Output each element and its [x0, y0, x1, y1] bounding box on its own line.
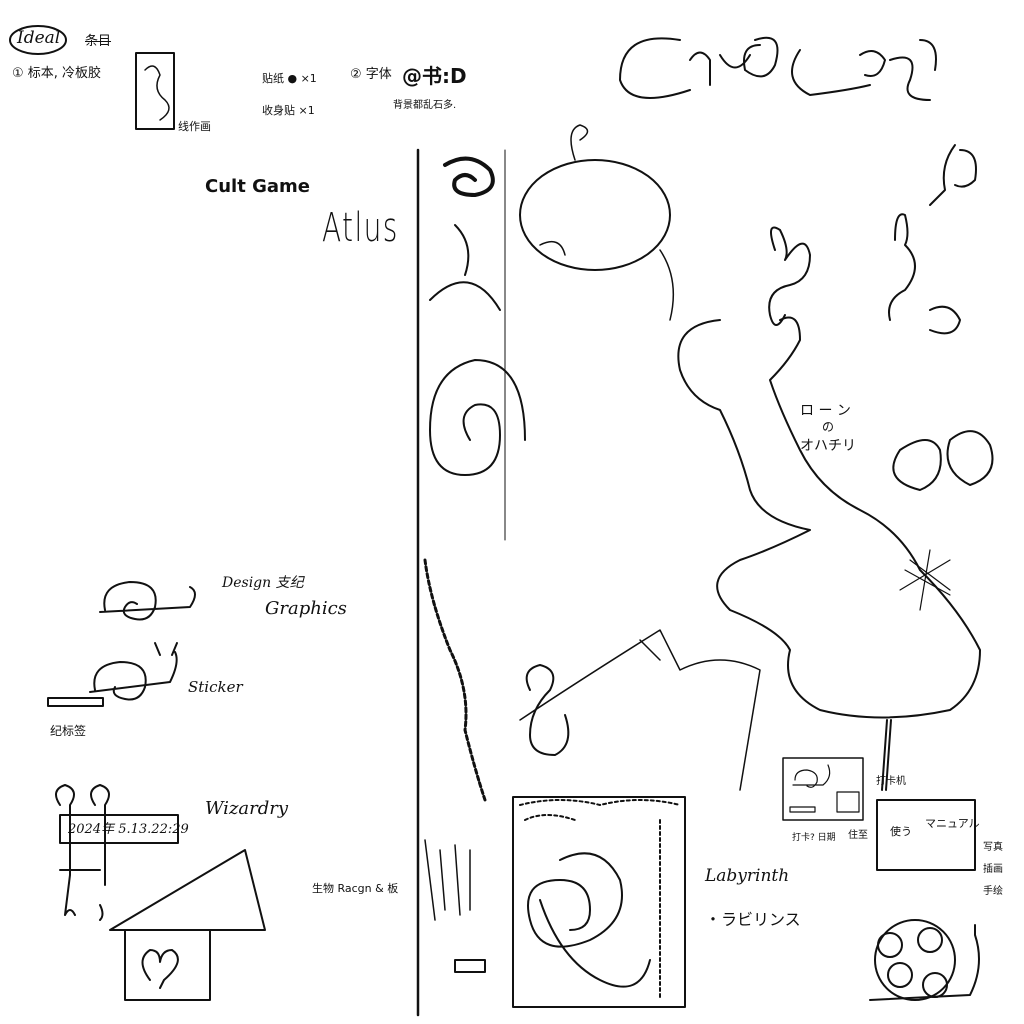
graphics-text: Graphics	[265, 598, 347, 619]
sticker-count-text: 贴纸 ● ×1	[262, 72, 317, 85]
snail-graphics	[99, 581, 196, 621]
manual-use-text: 使う	[890, 825, 912, 838]
rone-1: ロ ー ン	[800, 403, 851, 419]
bullet-handdrawn: 手绘	[983, 886, 1003, 897]
punch-machine	[881, 719, 892, 791]
sticker-mock	[782, 757, 864, 821]
punch-machine-text: 打卡机	[876, 776, 906, 787]
label-strip	[47, 697, 104, 707]
punch-date-text: 打卡? 日期	[792, 833, 836, 843]
manual-text: マニュアル	[925, 817, 980, 830]
ideal-label: Ideal	[17, 28, 61, 48]
ideal-struck-text: 条目	[85, 34, 112, 49]
chair	[55, 784, 110, 921]
bunny-2	[888, 213, 961, 335]
leaf	[929, 144, 977, 206]
body-sticker-text: 收身贴 ×1	[262, 104, 315, 117]
creature-note: 生物 Racgn & 板	[312, 882, 399, 895]
date-text: 2024年 5.13.22:29	[68, 822, 189, 837]
bullet-photo: 写真	[983, 842, 1003, 853]
background-note: 背景都乱石多.	[393, 100, 457, 111]
label-note: 纪标签	[50, 724, 87, 738]
cult-game-text: Cult Game	[205, 176, 310, 197]
design-text: Design 支纪	[222, 575, 304, 591]
framed-sketch	[135, 52, 175, 130]
ideal-circle	[9, 25, 67, 55]
bullet-illustration: 插画	[983, 864, 1003, 875]
labyrinth-frame	[512, 796, 686, 1008]
font-sample: @书:D	[402, 64, 467, 88]
tree-blob	[677, 316, 981, 719]
snail-sticker	[89, 642, 178, 701]
line-drawing-text: 线作画	[178, 120, 211, 133]
bunny-1	[768, 226, 811, 326]
signature: Wizardry	[205, 798, 289, 819]
chaos-face-logo	[619, 36, 937, 101]
atlus-text: Atlus	[322, 205, 399, 251]
rone-2: の	[822, 420, 835, 434]
item2-text: ② 字体	[350, 67, 392, 82]
date-label	[59, 814, 179, 844]
labyrinth-en: Labyrinth	[705, 866, 790, 886]
snail-circles	[869, 919, 980, 1001]
sticker-text: Sticker	[188, 678, 243, 696]
round-creature	[519, 159, 671, 271]
rone-3: オハチリ	[800, 438, 856, 454]
labyrinth-scribble	[527, 852, 651, 988]
glasses-shape	[892, 430, 994, 491]
labyrinth-ja: ・ラビリンス	[705, 910, 801, 929]
sticker-area-text: 住至	[848, 830, 868, 841]
house	[109, 849, 266, 1001]
hairy-beast	[519, 629, 761, 791]
item1-text: ① 标本, 冷板胶	[12, 66, 102, 81]
manual-box	[876, 799, 976, 871]
